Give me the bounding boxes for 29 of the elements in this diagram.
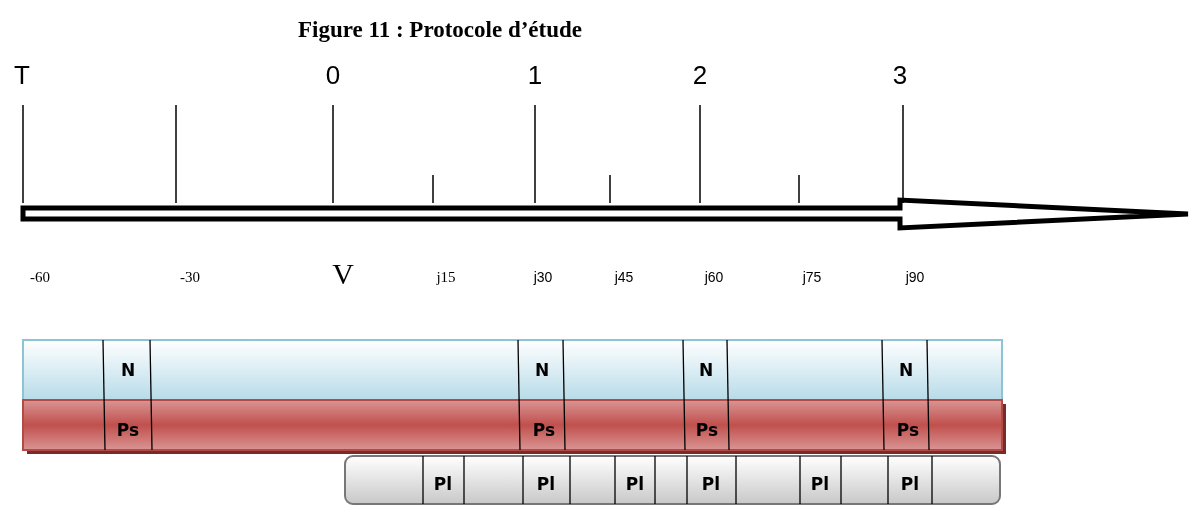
axis-label: 3	[892, 59, 908, 91]
segment-label: Ps	[116, 420, 140, 440]
segment-label: Pl	[900, 474, 920, 494]
segment-label: Pl	[810, 474, 830, 494]
segment-label: Ps	[896, 420, 920, 440]
segment-label: N	[534, 360, 550, 380]
axis-label: 2	[692, 59, 708, 91]
tick-label: j75	[802, 269, 822, 285]
tick-label: -60	[30, 268, 50, 286]
segment-label: Pl	[536, 474, 556, 494]
tick-label: j90	[905, 269, 925, 285]
tick-label: j45	[614, 269, 634, 285]
segment-label: Pl	[625, 474, 645, 494]
tick-label: -30	[180, 268, 200, 286]
segment-label: N	[698, 360, 714, 380]
axis-label: 0	[325, 59, 341, 91]
tick-label: j60	[704, 269, 724, 285]
axis-label: 1	[527, 59, 543, 91]
tick-label: V	[332, 257, 354, 291]
segment-label: N	[120, 360, 136, 380]
axis-label: T	[14, 59, 30, 91]
tick-label: j30	[533, 269, 553, 285]
segment-label: N	[898, 360, 914, 380]
tick-label: j15	[436, 268, 456, 286]
figure-title: Figure 11 : Protocole d’étude	[298, 17, 582, 43]
segment-label: Pl	[433, 474, 453, 494]
segment-label: Ps	[695, 420, 719, 440]
segment-label: Pl	[701, 474, 721, 494]
segment-label: Ps	[532, 420, 556, 440]
